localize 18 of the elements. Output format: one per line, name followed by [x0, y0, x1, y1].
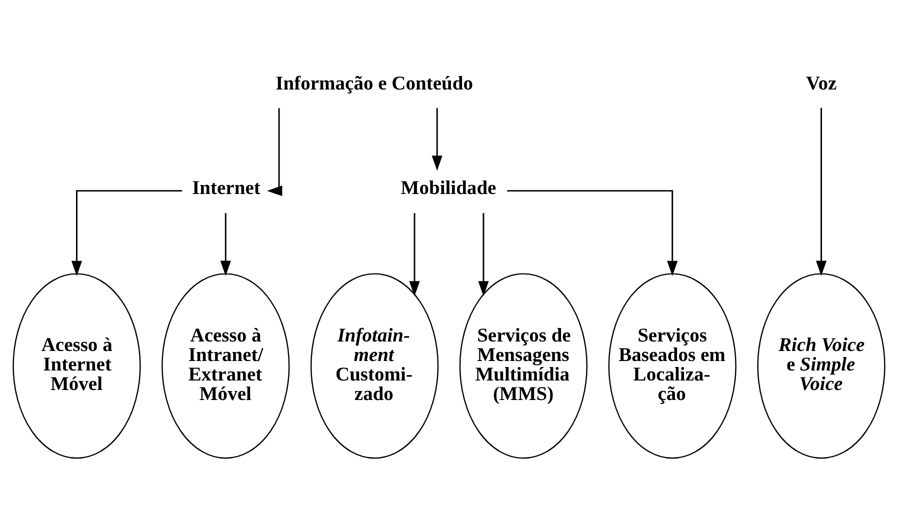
arrow [267, 108, 282, 196]
node-text: Voz [806, 73, 837, 94]
arrow [432, 108, 442, 171]
node-ellipse: Serviços Baseados em Localiza- ção [608, 273, 736, 459]
node-text: Mobilidade [400, 178, 496, 200]
arrow [71, 190, 182, 276]
arrow [409, 213, 420, 296]
arrow [816, 108, 827, 276]
node-ellipse: Acesso à Intranet/ Extranet Móvel [162, 273, 290, 459]
arrow [478, 213, 489, 296]
arrow [220, 213, 231, 276]
node-ellipse: Acesso à Internet Móvel [12, 273, 141, 459]
node-text: Informação e Conteúdo [276, 73, 473, 94]
node-ellipse: Serviços de Mensagens Multimídia (MMS) [459, 273, 588, 459]
node-ellipse: Infotain- ment Customi- zado [310, 273, 439, 459]
node-text: Internet [192, 178, 260, 200]
arrow [507, 190, 678, 276]
node-ellipse: Rich Voice e Simple Voice [757, 273, 886, 459]
